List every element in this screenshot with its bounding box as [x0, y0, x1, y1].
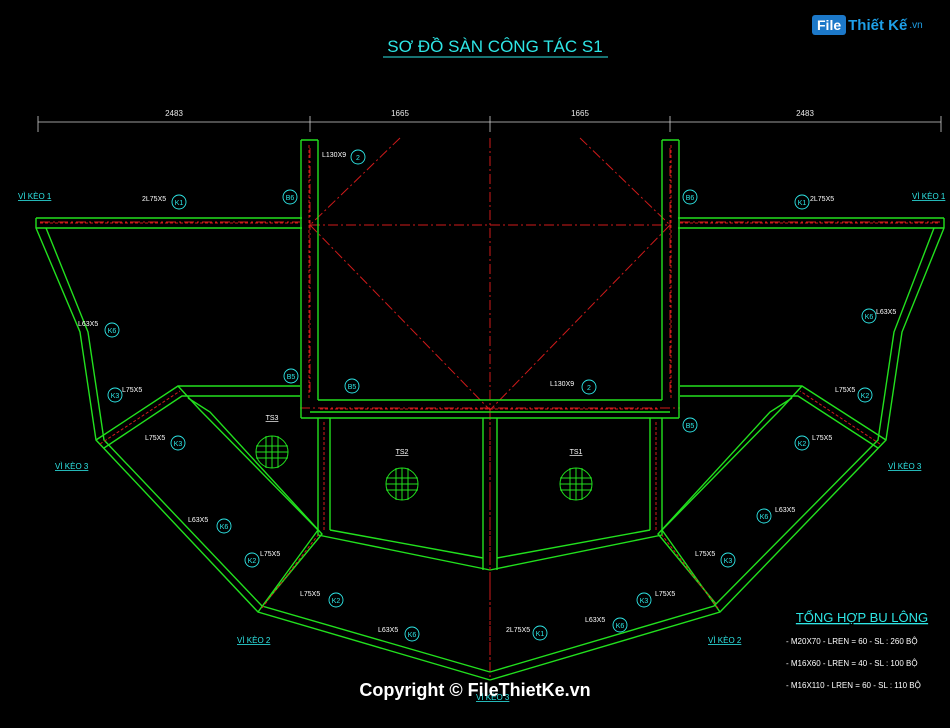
label-vi-keo-1-right: VÌ KÈO 1	[912, 192, 946, 201]
label-l75x5-3: L75X5	[260, 551, 280, 558]
label-l75x5-6: L75X5	[812, 435, 832, 442]
label-l75x5-2: L75X5	[145, 435, 165, 442]
label-l75x5-7: L75X5	[695, 551, 715, 558]
label-vi-keo-2-left: VÌ KÈO 2	[237, 636, 271, 645]
tag-k6-1: K6	[108, 328, 117, 335]
tag-k2-4: K2	[798, 441, 807, 448]
label-l75x5-1: L75X5	[122, 387, 142, 394]
tag-b5-right: B5	[686, 423, 695, 430]
label-vi-keo-1-left: VÌ KÈO 1	[18, 192, 52, 201]
tag-k3-2: K3	[174, 441, 183, 448]
tag-b5-mid: B5	[348, 384, 357, 391]
tag-k6-4: K6	[760, 514, 769, 521]
tag-k2-1: K2	[248, 558, 257, 565]
tag-2-top: 2	[356, 155, 360, 162]
dim-text-3: 1665	[571, 109, 589, 118]
bolt-lines	[40, 145, 940, 665]
bolt-summary-heading: TỔNG HỢP BU LÔNG	[796, 610, 928, 625]
label-l75x5-4: L75X5	[300, 591, 320, 598]
tag-k3-3: K3	[724, 558, 733, 565]
label-l75x5-5: L75X5	[835, 387, 855, 394]
label-l63x5-midright: L63X5	[775, 507, 795, 514]
watermark-logo: File Thiết Kế .vn	[812, 12, 923, 38]
bolt-summary-row-1: - M20X70 - LREN = 60 - SL : 260 BỘ	[786, 637, 918, 646]
label-2l75x5-right: 2L75X5	[810, 196, 834, 203]
label-l130x9-top: L130X9	[322, 152, 346, 159]
tag-k6-6: K6	[616, 623, 625, 630]
watermark-brand: Thiết Kế	[848, 16, 908, 34]
copyright-text: Copyright © FileThietKe.vn	[359, 680, 591, 700]
label-l63x5-right: L63X5	[876, 309, 896, 316]
watermark-logo-badge: File	[812, 15, 847, 35]
grid-patch-ts1	[559, 467, 593, 501]
tag-k2-2: K2	[332, 598, 341, 605]
tag-k6-3: K6	[220, 524, 229, 531]
label-2l75x5-bottom: 2L75X5	[506, 627, 530, 634]
label-l130x9-mid: L130X9	[550, 381, 574, 388]
label-l63x5-midleft: L63X5	[188, 517, 208, 524]
grid-patch-ts2	[385, 467, 419, 501]
tag-k1-right: K1	[798, 200, 807, 207]
bolt-summary-row-3: - M16X110 - LREN = 60 - SL : 110 BỘ	[786, 681, 921, 690]
label-2l75x5-left: 2L75X5	[142, 196, 166, 203]
tag-b6-left: B6	[286, 195, 295, 202]
label-l63x5-botright: L63X5	[585, 617, 605, 624]
tag-circles	[104, 149, 877, 642]
label-vi-keo-3-bottom: VÌ KÈO 3	[476, 693, 510, 702]
tag-b5-left: B5	[287, 374, 296, 381]
tag-k1-left: K1	[175, 200, 184, 207]
label-vi-keo-3-left: VÌ KÈO 3	[55, 462, 89, 471]
tag-texts: 2 2 K1 K1 K1 B6 B6 B5 B5 B5 K6 K6 K6 K6 …	[108, 155, 874, 639]
label-ts2: TS2	[396, 449, 409, 456]
drawing-title: SƠ ĐỒ SÀN CÔNG TÁC S1	[387, 37, 602, 56]
tag-k6-2: K6	[865, 314, 874, 321]
label-ts3: TS3	[266, 415, 279, 422]
bolt-summary-row-2: - M16X60 - LREN = 40 - SL : 100 BỘ	[786, 659, 918, 668]
tag-k3-4: K3	[640, 598, 649, 605]
tag-k3-1: K3	[111, 393, 120, 400]
tag-2-mid: 2	[587, 385, 591, 392]
label-vi-keo-2-right: VÌ KÈO 2	[708, 636, 742, 645]
label-l63x5-botleft: L63X5	[378, 627, 398, 634]
tag-b6-right: B6	[686, 195, 695, 202]
tag-k1-bottom: K1	[536, 631, 545, 638]
tag-k6-5: K6	[408, 632, 417, 639]
dimension-line	[37, 116, 942, 132]
watermark-suffix: .vn	[909, 19, 923, 31]
label-l63x5-left: L63X5	[78, 321, 98, 328]
dim-text-4: 2483	[796, 109, 814, 118]
label-vi-keo-3-right: VÌ KÈO 3	[888, 462, 922, 471]
label-ts1: TS1	[570, 449, 583, 456]
dim-text-1: 2483	[165, 109, 183, 118]
grid-patch-ts3	[255, 435, 289, 469]
tag-k2-3: K2	[861, 393, 870, 400]
dim-text-2: 1665	[391, 109, 409, 118]
label-l75x5-8: L75X5	[655, 591, 675, 598]
platform-frame	[35, 139, 945, 681]
